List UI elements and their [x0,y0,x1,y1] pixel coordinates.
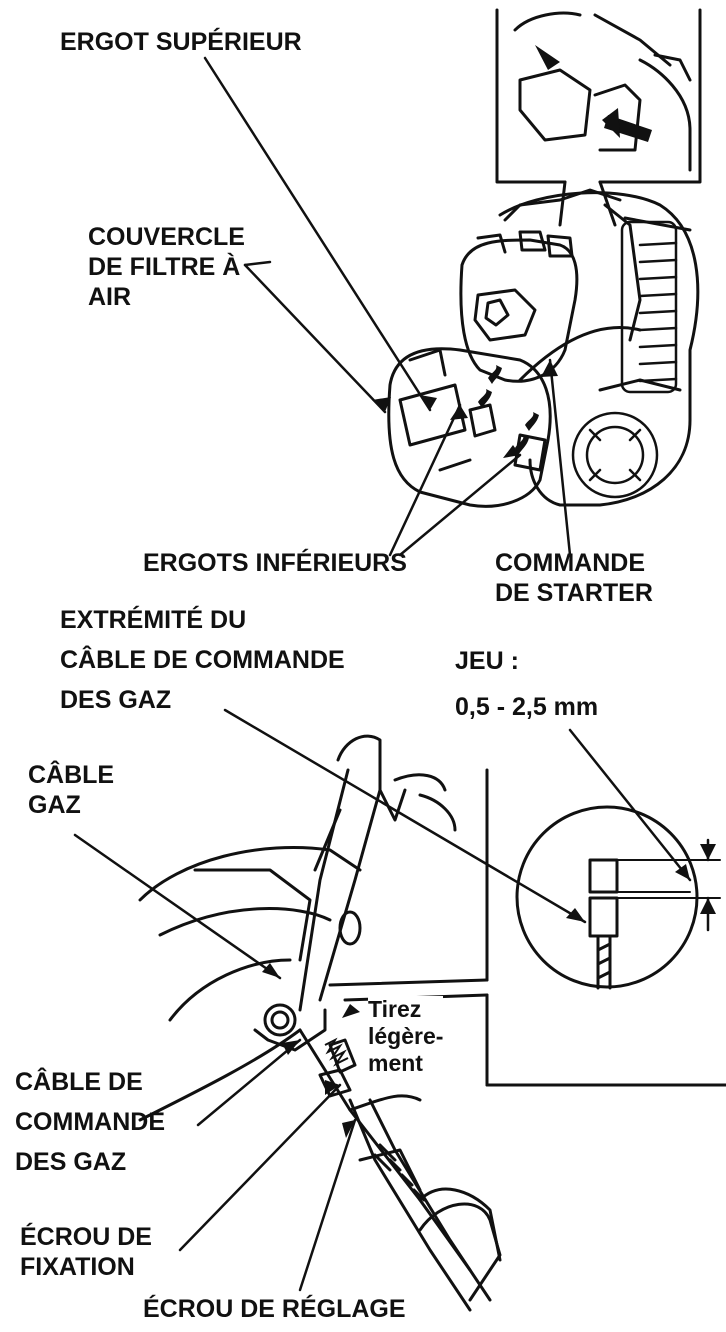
label-extremite-cable: EXTRÉMITÉ DU CÂBLE DE COMMANDE DES GAZ [60,606,345,714]
throttle-lever [253,1003,327,1052]
pliers [298,734,457,1012]
carburetor [459,230,579,383]
label-jeu-value: 0,5 - 2,5 mm [455,693,599,721]
arrowheads [262,45,716,1138]
detail-circle [515,805,721,990]
throttle-cable-body [318,1038,502,1312]
label-commande-starter: COMMANDE DE STARTER [495,549,653,607]
starter-wheel [571,411,659,499]
inset-box [495,8,702,227]
engine-body [498,188,700,507]
throttle-housing [138,846,502,1272]
label-ecrou-fixation: ÉCROU DE FIXATION [20,1223,152,1281]
engine-fins [620,220,678,394]
label-cable-commande: CÂBLE DE COMMANDE DES GAZ [15,1068,165,1176]
label-ergots-inferieurs: ERGOTS INFÉRIEURS [143,549,407,577]
air-filter-cover [387,347,552,508]
leader-lines [73,56,710,1292]
label-jeu-title: JEU : [455,647,519,675]
label-ecrou-reglage: ÉCROU DE RÉGLAGE [143,1295,406,1323]
label-tirez-legerement: Tirez légère- ment [368,996,444,1077]
label-ergot-superieur: ERGOT SUPÉRIEUR [60,28,302,56]
label-couvercle-filtre: COUVERCLE DE FILTRE À AIR [88,223,245,311]
label-cable-gaz: CÂBLE GAZ [28,761,115,819]
adjusting-spring [324,1037,349,1067]
